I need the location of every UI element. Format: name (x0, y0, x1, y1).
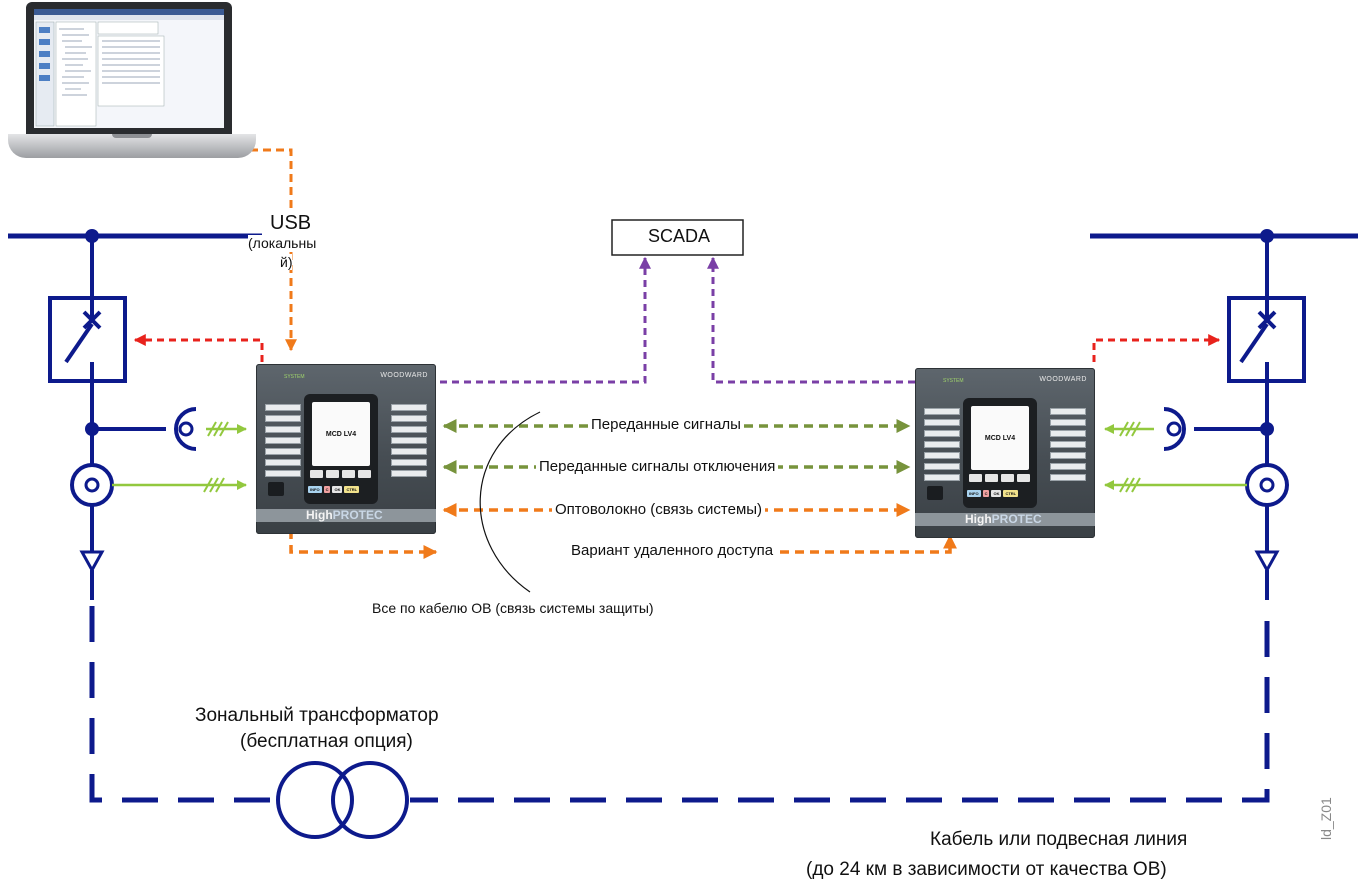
scada-label: SCADA (648, 226, 711, 246)
remote-access-link-right (780, 534, 957, 554)
relay-led-column-right (1050, 408, 1086, 485)
scada-right-link (707, 256, 915, 384)
relay-function-keys: INFO C OK CTRL (967, 490, 1019, 497)
left-ct-signal (206, 421, 247, 437)
relay-softkeys (310, 470, 371, 478)
relay-band (915, 513, 1095, 526)
cable-label-line1: Кабель или подвесная линия (930, 829, 1188, 850)
key-ok: OK (991, 490, 1002, 497)
usb-label: USB (268, 212, 314, 235)
key-c: C (982, 490, 990, 497)
key-info: INFO (308, 486, 322, 493)
scada-left-link (428, 256, 651, 384)
relay-display-frame: MCD LV4 INFO C OK CTRL (963, 398, 1037, 508)
zone-transformer-label-line2: (бесплатная опция) (240, 731, 413, 752)
relay-band (256, 509, 436, 522)
laptop-notch (112, 134, 152, 138)
left-relay-device: SYSTEM WOODWARD MCD LV4 INFO C OK CTRL H… (256, 364, 436, 534)
figure-id-label: ld_Z01 (1318, 797, 1334, 840)
relay-display-frame: MCD LV4 INFO C OK CTRL (304, 394, 378, 504)
relay-led-column-right (391, 404, 427, 481)
key-c: C (323, 486, 331, 493)
zone-transformer-label-line1: Зональный трансформатор (195, 705, 439, 726)
right-feeder (1090, 229, 1358, 600)
right-ct-signal (1104, 421, 1154, 437)
fiber-cable-arc (479, 411, 541, 593)
laptop-lid (26, 2, 232, 134)
relay-led-column-left (924, 408, 960, 485)
right-earth-icon (1254, 550, 1280, 574)
relay-display: MCD LV4 (312, 402, 370, 466)
usb-sub-label-line2: й) (280, 254, 293, 270)
left-trip-line (133, 334, 264, 362)
relay-softkeys (969, 474, 1030, 482)
right-vt-signal (1104, 477, 1247, 493)
relay-usb-port (927, 486, 943, 500)
left-feeder (8, 229, 262, 600)
right-current-transformer-icon (1163, 407, 1186, 451)
fiber-all-label: Все по кабелю ОВ (связь системы защиты) (372, 600, 654, 616)
fiber-system-label: Оптоволокно (связь системы) (552, 501, 766, 518)
key-info: INFO (967, 490, 981, 497)
left-current-transformer-icon (174, 407, 197, 451)
remote-access-link (289, 530, 438, 559)
relay-series-label: HighPROTEC (306, 508, 383, 522)
laptop-base (8, 134, 256, 158)
key-ctrl: CTRL (1003, 490, 1019, 497)
relay-system-tag: SYSTEM (943, 378, 964, 384)
relay-brand: WOODWARD (380, 372, 428, 379)
zone-transformer-icon (276, 761, 409, 839)
usb-link-line (250, 148, 297, 352)
relay-brand: WOODWARD (1039, 376, 1087, 383)
left-voltage-transformer-icon (70, 463, 114, 507)
laptop-screen (34, 9, 224, 128)
cable-label-line2: (до 24 км в зависимости от качества ОВ) (806, 859, 1167, 880)
usb-sub-label-line1: (локальны (248, 235, 317, 251)
relay-series-label: HighPROTEC (965, 512, 1042, 526)
key-ctrl: CTRL (344, 486, 360, 493)
right-voltage-transformer-icon (1245, 463, 1289, 507)
relay-function-keys: INFO C OK CTRL (308, 486, 360, 493)
left-vt-signal (112, 477, 247, 493)
right-trip-line (1092, 334, 1221, 362)
left-circuit-breaker-icon (48, 296, 127, 383)
trip-signals-label: Переданные сигналы отключения (536, 458, 779, 475)
remote-access-label: Вариант удаленного доступа (568, 542, 777, 559)
scada-box (611, 219, 744, 256)
laptop-icon (8, 2, 256, 162)
left-earth-icon (79, 550, 105, 574)
key-ok: OK (332, 486, 343, 493)
relay-system-tag: SYSTEM (284, 374, 305, 380)
transmitted-signals-label: Переданные сигналы (588, 416, 744, 433)
relay-usb-port (268, 482, 284, 496)
right-relay-device: SYSTEM WOODWARD MCD LV4 INFO C OK CTRL H… (915, 368, 1095, 538)
cable-line-loop (89, 606, 1270, 803)
relay-display: MCD LV4 (971, 406, 1029, 470)
relay-led-column-left (265, 404, 301, 481)
